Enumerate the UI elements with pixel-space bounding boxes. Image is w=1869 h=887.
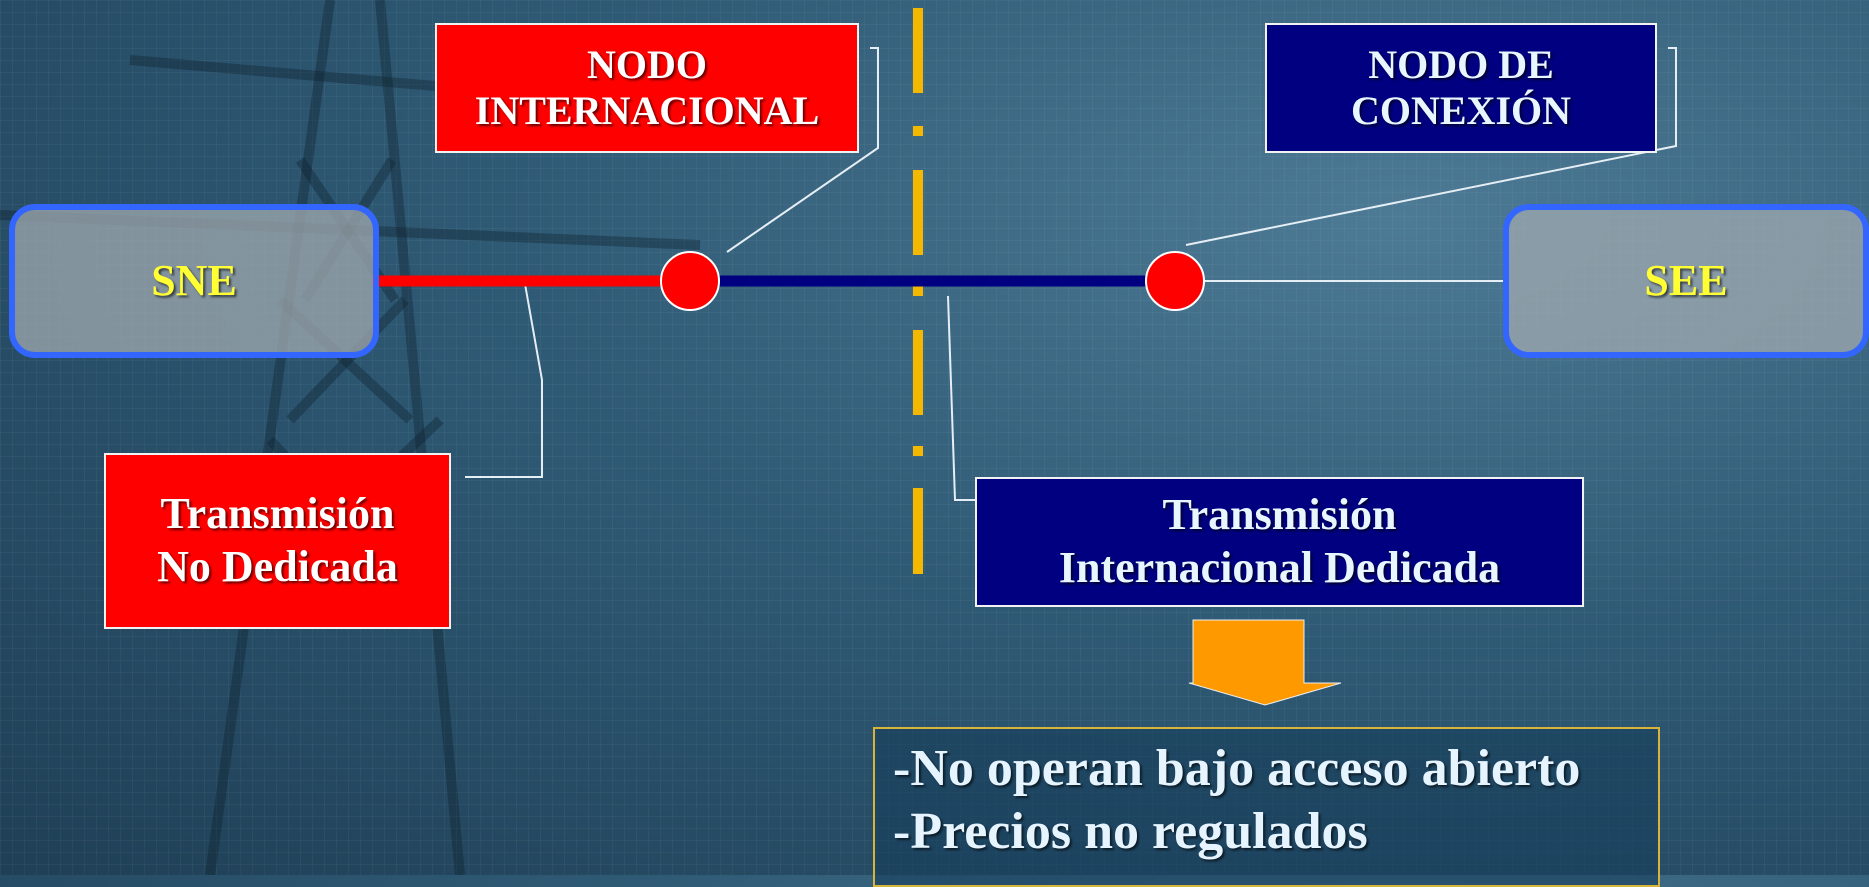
sne-node: SNE [9, 204, 379, 358]
transmision-internacional-box: Transmisión Internacional Dedicada [975, 477, 1584, 607]
nodo-internacional-box: NODO INTERNACIONAL [435, 23, 859, 153]
see-label: SEE [1644, 255, 1728, 305]
border-dash-line [913, 8, 923, 574]
transmision-no-dedicada-box: Transmisión No Dedicada [104, 453, 451, 629]
nodo-internacional-line2: INTERNACIONAL [474, 88, 820, 133]
note-item: -No operan bajo acceso abierto [893, 740, 1581, 797]
transmision-internacional-line2: Internacional Dedicada [1058, 543, 1501, 592]
leader-nodo-conexion [1185, 47, 1677, 246]
nodo-internacional-line1: NODO [587, 42, 707, 87]
nodo-conexion-box: NODO DE CONEXIÓN [1265, 23, 1657, 153]
note-item: -Precios no regulados [893, 803, 1368, 861]
nodo-conexion-line1: NODO DE [1368, 42, 1554, 87]
leader-nodo-internacional [726, 47, 879, 253]
sne-label: SNE [151, 255, 237, 305]
see-node: SEE [1503, 204, 1869, 358]
leader-transmision-internacional [947, 295, 975, 501]
nodo-conexion-point [1145, 251, 1205, 311]
down-arrow [1188, 619, 1342, 706]
conditions-note: -No operan bajo acceso abierto -Precios … [873, 727, 1660, 887]
transmision-no-dedicada-line2: No Dedicada [157, 542, 398, 591]
nodo-internacional-point [660, 251, 720, 311]
leader-transmision-no-dedicada [465, 283, 543, 478]
nodo-conexion-line2: CONEXIÓN [1350, 88, 1572, 133]
transmision-internacional-line1: Transmisión [1162, 490, 1397, 540]
transmision-no-dedicada-line1: Transmisión [160, 489, 395, 539]
